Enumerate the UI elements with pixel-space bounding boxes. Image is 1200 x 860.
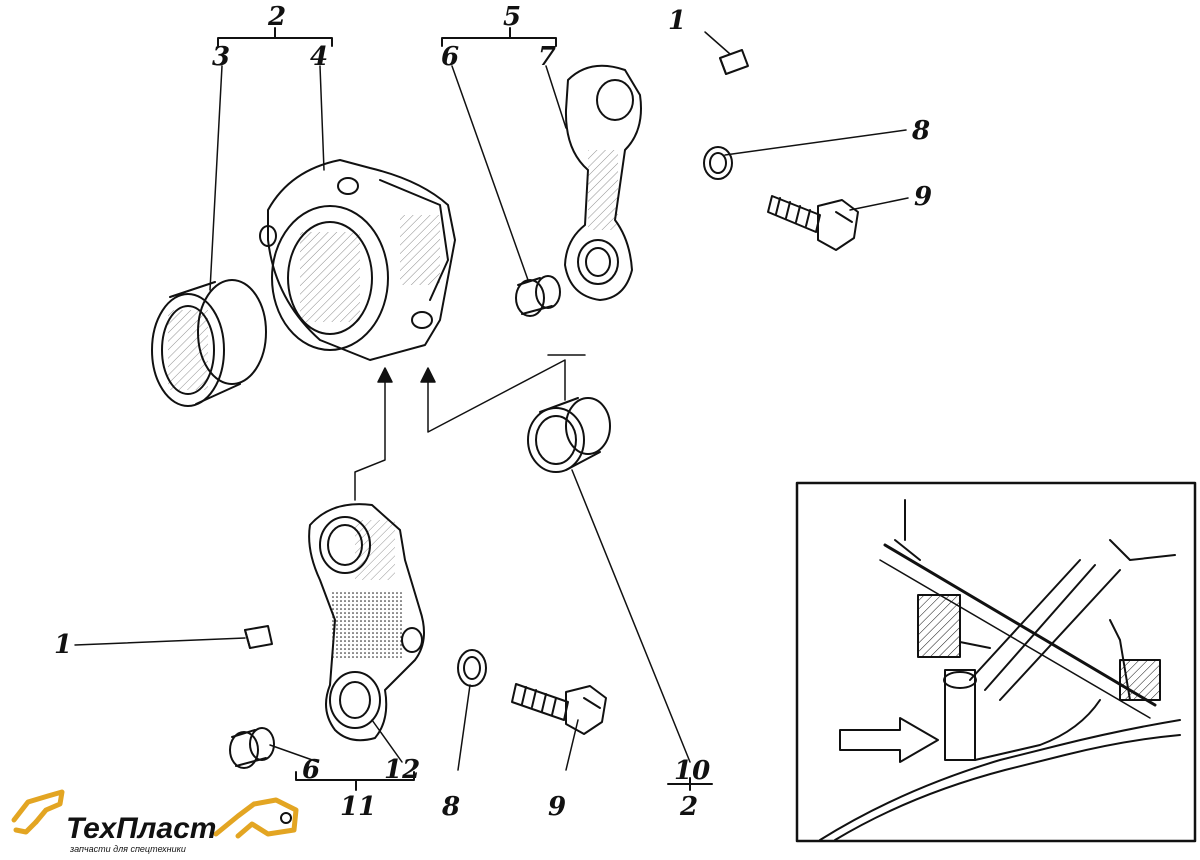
leader-9-top (849, 197, 909, 211)
logo-name: ТехПласт (66, 812, 217, 845)
label-8-top: 8 (912, 116, 931, 146)
label-11: 11 (340, 792, 377, 822)
inset-location-frame (795, 481, 1197, 843)
lever-part-7 (564, 64, 642, 301)
bracket-group-10-2 (571, 469, 713, 791)
assembly-arrows (354, 354, 586, 501)
label-1-top: 1 (668, 6, 687, 36)
label-6-bottom: 6 (302, 755, 321, 785)
lever-part-12 (308, 503, 425, 742)
leader-8-bottom (457, 684, 471, 771)
label-3: 3 (212, 42, 231, 72)
washer-part-8-top (703, 146, 733, 180)
label-8-bottom: 8 (442, 792, 461, 822)
leader-8-top (724, 129, 907, 156)
housing-part-4 (259, 159, 456, 361)
logo-tagline: запчасти для спецтехники (70, 844, 186, 854)
label-1-left: 1 (54, 630, 73, 660)
label-6-top: 6 (441, 42, 460, 72)
leader-9-bottom (565, 719, 579, 771)
label-4: 4 (310, 42, 329, 72)
label-9-bottom: 9 (548, 792, 567, 822)
bushing-part-6-bottom (229, 727, 275, 769)
label-12: 12 (384, 755, 421, 785)
bolt-part-9-top (767, 195, 859, 251)
bracket-group-5 (441, 27, 567, 281)
bushing-part-10 (527, 397, 611, 473)
label-5: 5 (503, 2, 522, 32)
leader-1-left (74, 637, 246, 646)
loader-logo-icon (11, 789, 299, 839)
label-2-top: 2 (268, 2, 287, 32)
bushing-part-6-top (515, 275, 561, 317)
label-2-bottom: 2 (680, 792, 699, 822)
bracket-group-11 (269, 719, 415, 791)
label-7: 7 (538, 42, 557, 72)
bolt-part-9-bottom (511, 683, 607, 735)
key-part-1-left (244, 625, 273, 649)
key-part-1-top (719, 49, 749, 75)
washer-part-8-bottom (457, 649, 487, 687)
leader-1-top (704, 31, 731, 55)
sleeve-part-3 (151, 279, 267, 407)
label-10: 10 (674, 756, 711, 786)
bracket-group-2 (209, 27, 333, 291)
techplast-logo: ТехПласт запчасти для спецтехники (6, 782, 306, 858)
label-9-top: 9 (914, 182, 933, 212)
